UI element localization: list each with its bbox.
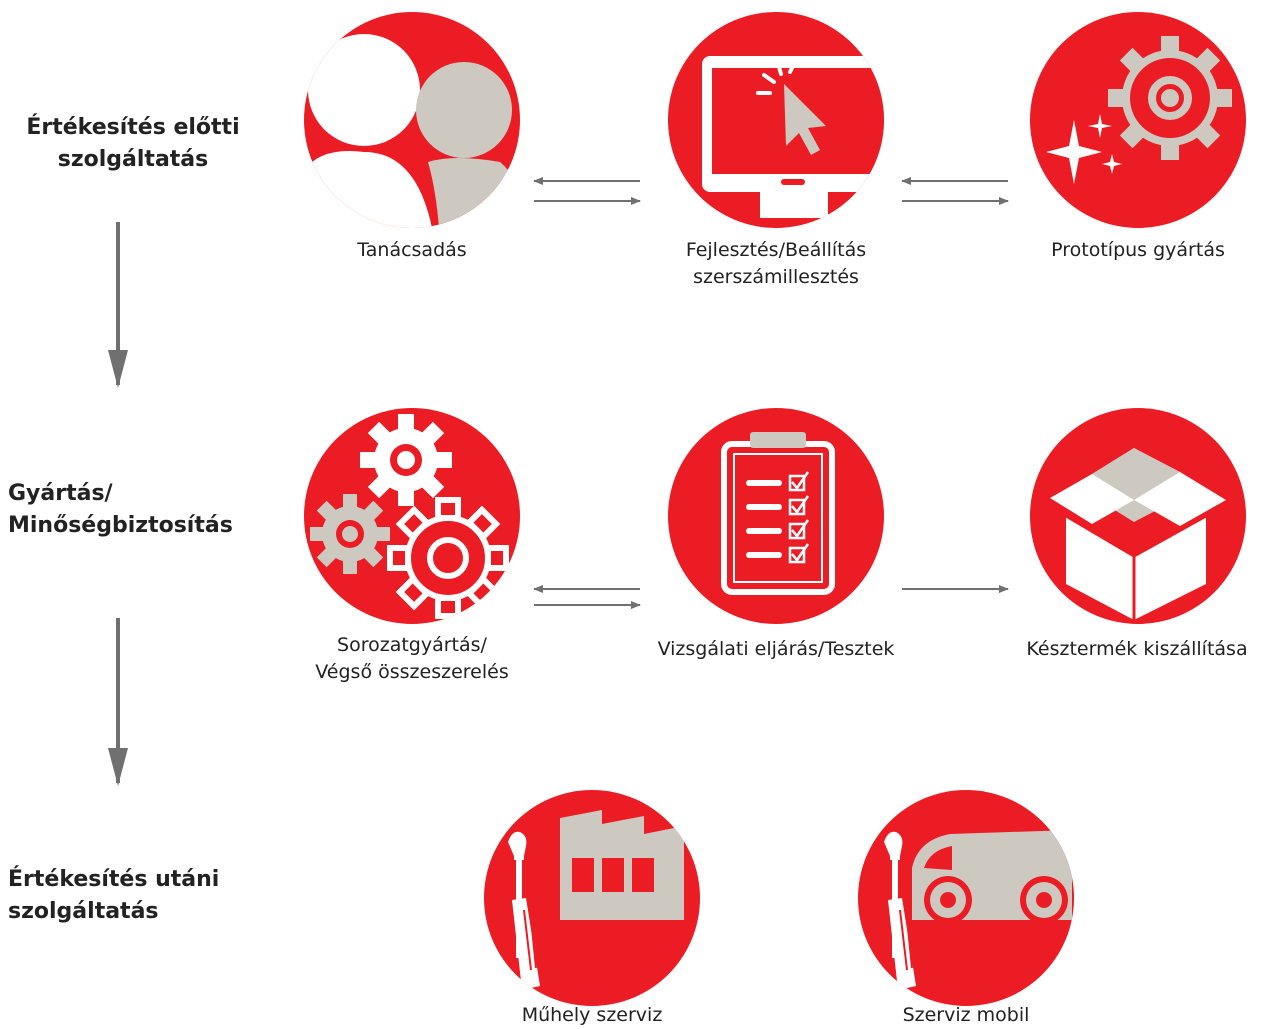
stage-label-pre-sales: Értékesítés előtti szolgáltatás	[22, 112, 244, 176]
node-label-line: szerszámillesztés	[693, 266, 859, 288]
stage-arrow-down-head	[108, 748, 128, 786]
node-label-line: Szerviz mobil	[902, 1004, 1030, 1026]
node-label-line: Prototípus gyártás	[1051, 239, 1225, 261]
node-label-workshop: Műhely szerviz	[482, 1002, 702, 1029]
stage-label-line: szolgáltatás	[57, 147, 209, 172]
node-label-line: Műhely szerviz	[521, 1004, 663, 1026]
stage-label-after-sales: Értékesítés utáni szolgáltatás	[8, 864, 219, 928]
node-label-line: Vizsgálati eljárás/Tesztek	[657, 638, 895, 660]
stage-label-line: Értékesítés előtti	[26, 115, 240, 140]
node-mobile	[858, 790, 1074, 1006]
node-testing	[668, 408, 884, 624]
node-consulting	[304, 12, 520, 228]
node-label-testing: Vizsgálati eljárás/Tesztek	[626, 636, 926, 663]
stage-label-line: Értékesítés utáni	[8, 867, 220, 892]
gears-icon	[310, 414, 509, 619]
node-label-prototype: Prototípus gyártás	[1018, 237, 1258, 264]
clipboard-checklist-icon	[721, 432, 835, 595]
node-workshop	[484, 790, 700, 1006]
node-prototype	[1030, 12, 1246, 228]
node-series	[304, 408, 520, 624]
stage-label-line: szolgáltatás	[8, 899, 159, 924]
open-box-icon	[1050, 448, 1226, 620]
stage-label-production: Gyártás/ Minőségbiztosítás	[8, 478, 233, 542]
node-label-delivery: Késztermék kiszállítása	[1012, 636, 1262, 663]
node-label-development: Fejlesztés/Beállítás szerszámillesztés	[636, 237, 916, 291]
stage-label-line: Gyártás/	[8, 481, 113, 506]
stage-label-line: Minőségbiztosítás	[8, 513, 233, 538]
node-label-line: Fejlesztés/Beállítás	[685, 239, 867, 261]
node-label-consulting: Tanácsadás	[302, 237, 522, 264]
van-screwdriver-icon	[884, 830, 1072, 990]
node-label-line: Végső összeszerelés	[315, 661, 509, 683]
node-label-line: Sorozatgyártás/	[337, 634, 487, 656]
node-label-mobile: Szerviz mobil	[856, 1002, 1076, 1029]
node-delivery	[1030, 408, 1246, 624]
monitor-cursor-icon	[702, 56, 884, 218]
factory-screwdriver-icon	[508, 810, 684, 990]
node-label-line: Tanácsadás	[357, 239, 467, 261]
node-label-series: Sorozatgyártás/ Végső összeszerelés	[292, 632, 532, 686]
node-label-line: Késztermék kiszállítása	[1026, 638, 1248, 660]
node-development	[668, 12, 884, 228]
gear-sparkle-icon	[1046, 36, 1232, 184]
people-icon	[304, 34, 520, 228]
stage-arrow-down-head	[108, 350, 128, 388]
